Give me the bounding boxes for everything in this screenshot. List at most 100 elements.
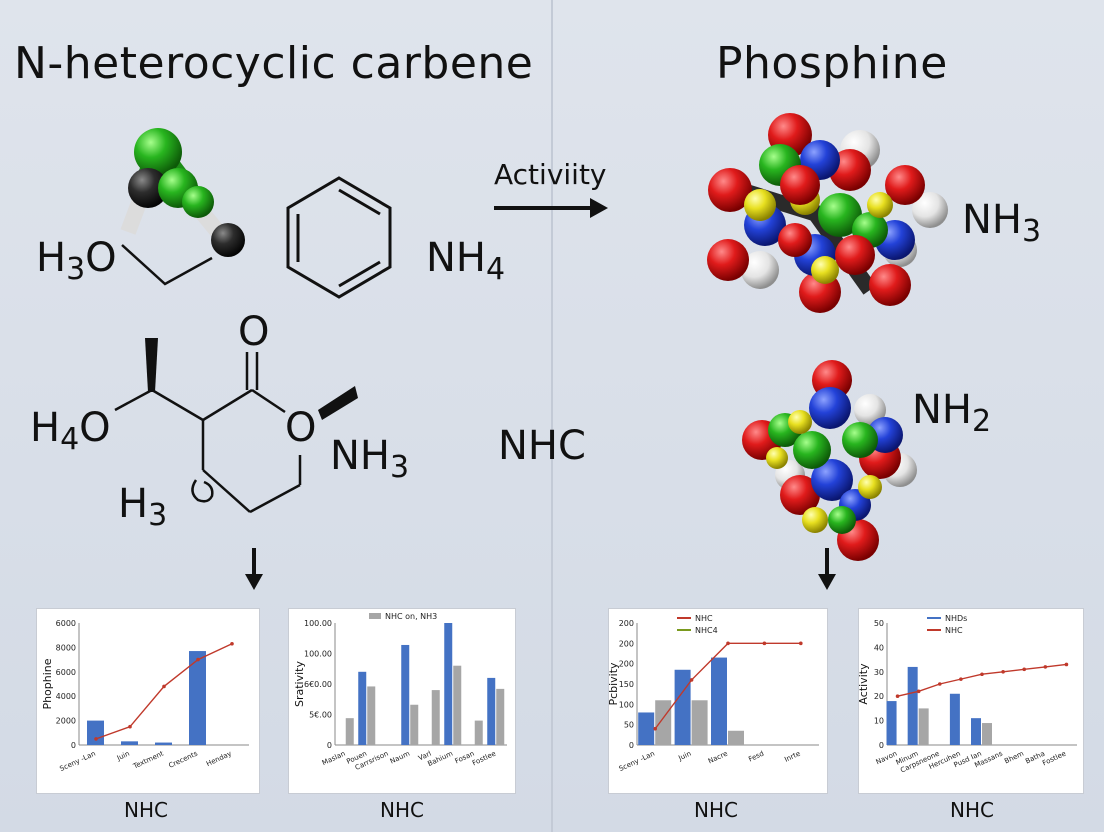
y-tick-label: 2000 <box>56 717 76 726</box>
bar <box>487 677 496 745</box>
bar <box>655 700 672 745</box>
line-series <box>897 663 1067 697</box>
x-tick-label: Fostlee <box>1041 750 1067 768</box>
x-tick-label: Sceny -Lan <box>59 750 97 774</box>
legend-label: NHDs <box>945 614 967 623</box>
benzene-ring <box>286 176 392 299</box>
y-tick-label: 0 <box>71 741 76 750</box>
panel-divider <box>551 0 553 832</box>
left-panel-title: N-heterocyclic carbene <box>14 38 534 89</box>
bar <box>401 644 410 745</box>
bar <box>711 657 727 745</box>
line-point <box>937 682 942 686</box>
x-tick-label: Bahium <box>426 749 454 768</box>
phosphine-cluster-large <box>707 113 948 313</box>
caption-chart-4: NHC <box>950 798 994 822</box>
y-tick-label: 20 <box>874 692 884 701</box>
legend-label: NHC <box>695 614 713 623</box>
line-point <box>196 657 200 662</box>
bar <box>728 730 744 745</box>
caption-chart-3: NHC <box>694 798 738 822</box>
y-tick-label: 4000 <box>56 692 76 701</box>
line-point <box>1064 662 1069 667</box>
chemistry-diagram <box>114 113 948 590</box>
bar <box>444 623 453 745</box>
caption-chart-1: NHC <box>124 798 168 822</box>
y-tick-label: 150 <box>619 680 634 689</box>
x-tick-label: Henday <box>205 750 233 769</box>
line-point <box>959 677 963 681</box>
bar <box>431 690 440 745</box>
y-tick-label: 5€.00 <box>309 711 332 720</box>
y-axis-label: Phophine <box>41 658 54 709</box>
activity-arrow <box>494 198 608 218</box>
bar <box>949 693 960 745</box>
label-h3-bottom: H3 <box>118 481 168 533</box>
line-series <box>95 643 233 740</box>
bar <box>638 712 655 745</box>
legend-label: NHC <box>945 626 963 635</box>
carbene-ball-model <box>120 128 245 257</box>
y-axis-label: Pcbivity <box>609 662 620 706</box>
line-point <box>799 641 803 646</box>
line-point <box>762 641 767 646</box>
bar <box>453 665 462 745</box>
y-tick-label: 30 <box>874 668 884 677</box>
x-tick-label: Fesd <box>747 750 765 764</box>
bar <box>886 701 897 745</box>
legend-label: NHC on, NH3 <box>385 612 437 621</box>
bar <box>410 704 419 745</box>
chart-2-plot: 05€.006€0.00100.00100.00SrativityMaslanP… <box>293 612 507 772</box>
label-activity-arrow: Activiity <box>494 158 607 191</box>
label-nh2-right: NH2 <box>912 387 992 439</box>
x-tick-label: Fostlee <box>471 750 497 768</box>
y-tick-label: 200 <box>619 660 634 669</box>
y-tick-label: 100.00 <box>304 619 332 628</box>
y-axis-label: Activity <box>859 663 870 705</box>
line-point <box>980 672 984 677</box>
y-axis-label: Srativity <box>293 661 306 707</box>
bar <box>87 720 104 745</box>
line-point <box>689 678 694 682</box>
skeletal-structure <box>114 338 358 514</box>
x-tick-label: Textment <box>131 749 165 771</box>
x-tick-label: Inrte <box>783 750 801 764</box>
phosphine-cluster-small <box>742 360 917 561</box>
label-nh3-right: NH3 <box>962 197 1042 249</box>
label-nh4: NH4 <box>426 235 506 287</box>
line-point <box>162 684 166 689</box>
line-point <box>653 726 657 731</box>
bar <box>496 688 505 745</box>
y-tick-label: 6000 <box>56 619 76 628</box>
line-point <box>1043 665 1048 669</box>
bar <box>918 708 929 745</box>
line-point <box>916 689 921 694</box>
y-tick-label: 6€0.00 <box>304 680 332 689</box>
y-tick-label: 200 <box>619 639 634 648</box>
line-point <box>128 724 132 729</box>
bar <box>691 700 708 745</box>
bar <box>367 686 376 745</box>
bar <box>971 718 981 745</box>
line-point <box>1001 670 1005 674</box>
y-tick-label: 100.00 <box>304 650 332 659</box>
x-tick-label: Crecents <box>167 749 199 769</box>
x-tick-label: Sceny -Lan <box>618 750 656 774</box>
bar <box>121 741 138 745</box>
line-point <box>895 694 900 698</box>
label-nhc-middle: NHC <box>498 423 586 469</box>
y-tick-label: 0 <box>629 741 634 750</box>
down-arrow-right <box>818 548 836 590</box>
y-tick-label: 0 <box>879 741 884 750</box>
bar <box>674 669 691 745</box>
x-tick-label: Bhem <box>1003 749 1025 765</box>
down-arrow-left <box>245 548 263 590</box>
y-tick-label: 200 <box>619 619 634 628</box>
line-point <box>1022 667 1027 672</box>
